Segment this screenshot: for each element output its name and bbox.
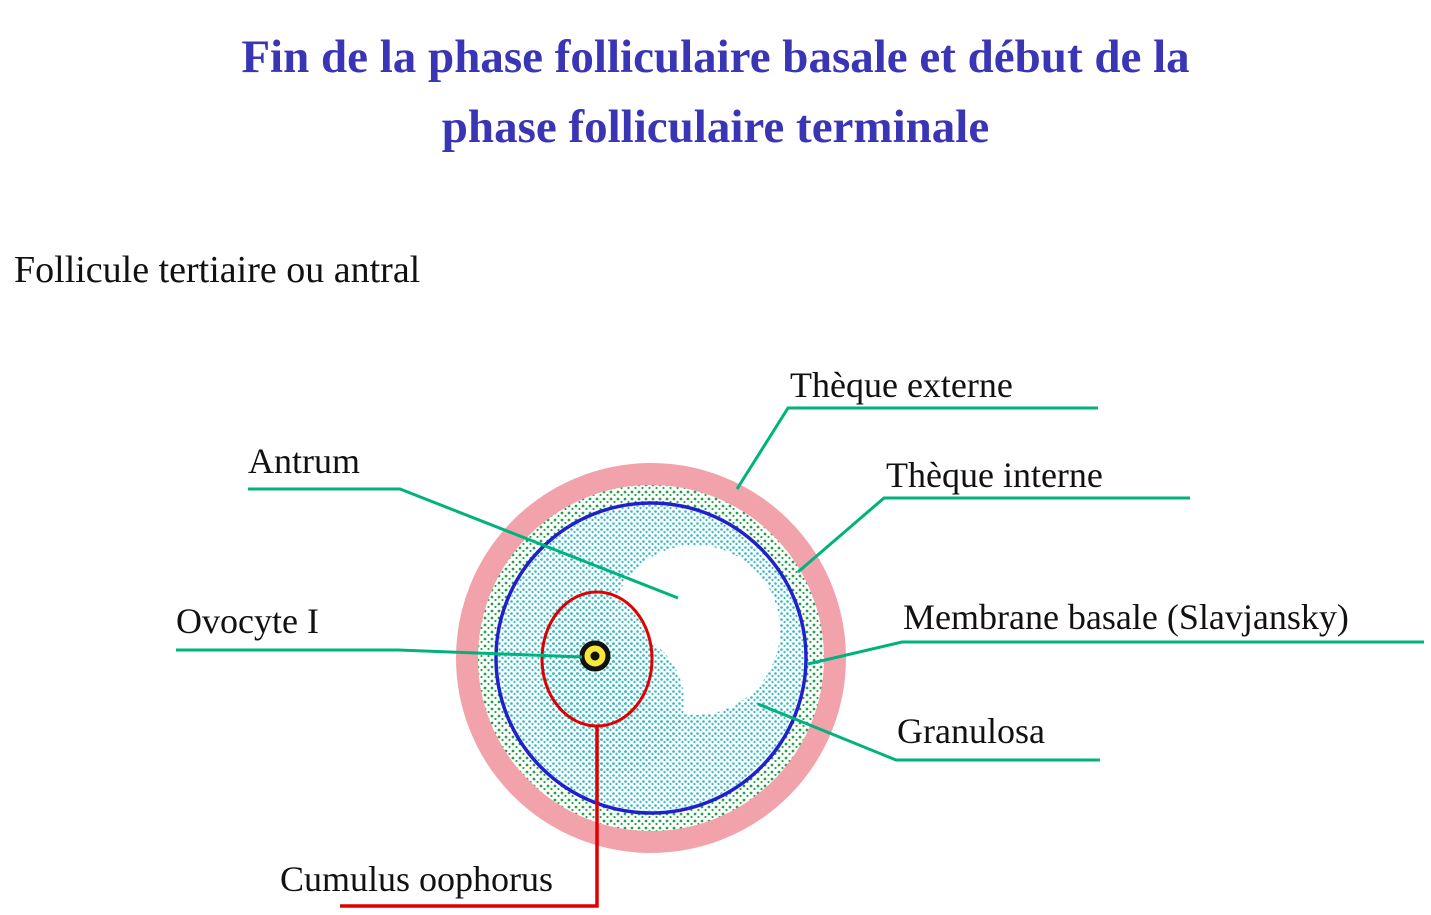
page-title: Fin de la phase folliculaire basale et d… bbox=[0, 22, 1431, 162]
label-theque-interne: Thèque interne bbox=[886, 455, 1103, 495]
label-ovocyte-i: Ovocyte I bbox=[176, 601, 319, 641]
label-cumulus-oophorus: Cumulus oophorus bbox=[280, 859, 554, 899]
theque-interne-ring bbox=[478, 485, 824, 831]
granulosa-pointer-line bbox=[757, 702, 1100, 762]
label-granulosa: Granulosa bbox=[897, 711, 1045, 751]
label-membrane-basale: Membrane basale (Slavjansky) bbox=[903, 597, 1349, 637]
antrum-pointer-line bbox=[248, 487, 679, 600]
theque-externe-pointer-line bbox=[735, 406, 1098, 490]
follicle-type-heading: Follicule tertiaire ou antral bbox=[14, 249, 421, 291]
label-antrum: Antrum bbox=[248, 441, 360, 481]
membrane-basale-circle bbox=[494, 501, 808, 815]
theque-interne-pointer-line bbox=[797, 496, 1190, 574]
membrane-basale-pointer-line bbox=[807, 640, 1424, 666]
cumulus-pointer-line bbox=[340, 726, 599, 908]
page-title-line1: Fin de la phase folliculaire basale et d… bbox=[241, 31, 1190, 83]
oocyte-nucleus bbox=[590, 651, 600, 661]
label-theque-externe: Thèque externe bbox=[790, 365, 1013, 405]
ovocyte-pointer-line bbox=[176, 648, 583, 659]
page-title-line2: phase folliculaire terminale bbox=[441, 101, 990, 153]
